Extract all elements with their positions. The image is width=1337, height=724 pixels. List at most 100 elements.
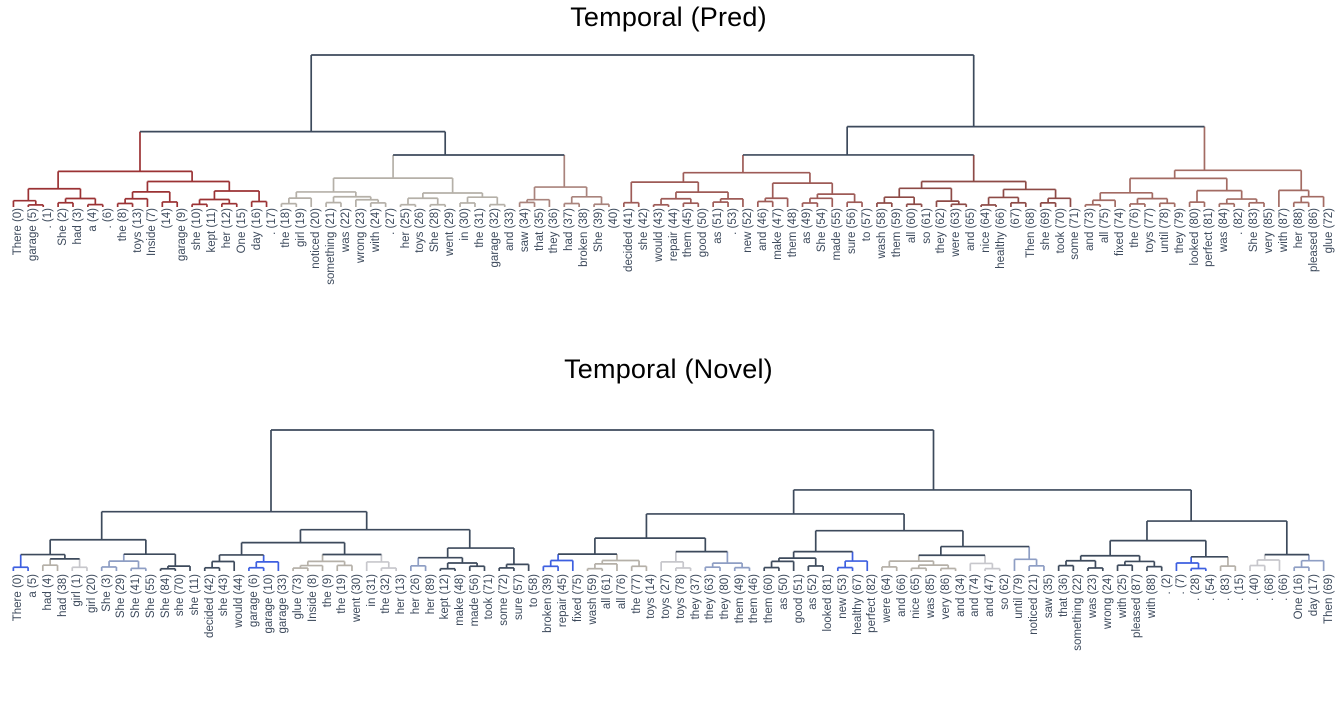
leaf-label: very (85) (1263, 208, 1275, 254)
leaf-label: toys (78) (674, 574, 687, 619)
leaf-label: She (3) (100, 574, 113, 612)
leaf-label: fixed (74) (1114, 208, 1127, 256)
leaf-label: new (53) (836, 574, 849, 619)
leaf-label: the (31) (473, 208, 486, 248)
leaf-label: (67) (1009, 208, 1022, 229)
leaf-label: saw (35) (1042, 574, 1055, 619)
leaf-label: had (3) (71, 208, 84, 245)
leaf-label: perfect (82) (866, 574, 879, 633)
leaf-label: and (65) (965, 208, 978, 251)
leaf-label: girl (19) (295, 208, 308, 247)
leaf-label-group-novel: There (0)a (5)had (4)had (38)girl (1)gir… (0, 574, 1337, 724)
leaf-label: girl (20) (85, 574, 98, 613)
leaf-label: She (28) (429, 208, 442, 253)
leaf-label: she (70) (174, 574, 187, 617)
leaf-label: and (33) (503, 208, 516, 251)
leaf-label: nice (64) (980, 208, 993, 253)
leaf-label: garage (9) (176, 208, 189, 262)
leaf-label: Then (68) (1024, 208, 1037, 258)
leaf-label: toys (77) (1143, 208, 1156, 253)
leaf-label: One (16) (1293, 574, 1306, 620)
leaf-label: so (61) (920, 208, 933, 244)
leaf-label: some (71) (1069, 208, 1082, 260)
leaf-label: There (0) (12, 574, 25, 622)
leaf-label: and (74) (969, 574, 982, 617)
leaf-label: She (55) (144, 574, 157, 619)
page-title-pred: Temporal (Pred) (570, 2, 767, 32)
leaf-label: (14) (161, 208, 174, 229)
leaf-label: until (79) (1013, 574, 1026, 619)
leaf-label: they (37) (689, 574, 702, 620)
leaf-label: healthy (67) (851, 574, 864, 635)
leaf-label: kept (11) (205, 208, 218, 253)
leaf-label: with (88) (1145, 574, 1158, 619)
leaf-label: garage (5) (27, 208, 40, 262)
leaf-label: her (26) (409, 574, 422, 615)
leaf-label: toys (27) (660, 574, 673, 619)
leaf-label: She (41) (130, 574, 143, 619)
leaf-label: all (61) (601, 574, 614, 610)
leaf-label: perfect (81) (1203, 208, 1216, 267)
leaf-label: was (23) (1087, 574, 1100, 619)
leaf-label: Then (69) (1322, 574, 1335, 624)
leaf-label: the (32) (380, 574, 393, 614)
leaf-label: took (70) (1054, 208, 1067, 254)
leaf-label: good (51) (792, 574, 805, 624)
leaf-label: had (4) (41, 574, 54, 611)
leaf-label: . (6) (101, 208, 114, 229)
leaf-label-group-pred: There (0)garage (5). (1)She (2)had (3)a … (0, 208, 1337, 358)
leaf-label: She (84) (159, 574, 172, 619)
leaf-label: them (46) (748, 574, 761, 624)
leaf-label: her (13) (395, 574, 408, 615)
leaf-label: . (40) (1249, 574, 1262, 601)
leaf-label: wash (59) (586, 574, 599, 625)
leaf-label: new (52) (741, 208, 754, 253)
leaf-label: One (15) (235, 208, 248, 254)
leaf-label: some (72) (498, 574, 511, 626)
leaf-label: went (30) (350, 574, 363, 622)
leaf-label: fixed (75) (571, 574, 584, 622)
leaf-label: decided (41) (622, 208, 635, 272)
leaf-label: a (5) (27, 574, 40, 598)
leaf-label: garage (32) (488, 208, 501, 268)
leaf-label: noticed (21) (1028, 574, 1041, 635)
leaf-label: would (43) (652, 208, 665, 262)
leaf-label: . (27) (384, 208, 397, 235)
leaf-label: sure (57) (512, 574, 525, 621)
leaf-label: she (11) (189, 574, 202, 616)
leaf-label: all (60) (905, 208, 918, 244)
leaf-label: all (75) (1099, 208, 1112, 244)
leaf-label: they (63) (704, 574, 717, 620)
leaf-label: toys (26) (414, 208, 427, 253)
leaf-label: they (62) (935, 208, 948, 254)
leaf-label: was (85) (925, 574, 938, 619)
leaf-label: she (69) (1039, 208, 1052, 251)
leaf-label: to (57) (861, 208, 874, 242)
leaf-label: took (71) (483, 574, 496, 620)
leaf-label: nice (65) (910, 574, 923, 619)
leaf-label: that (36) (1057, 574, 1070, 617)
leaf-label: . (82) (1233, 208, 1246, 235)
leaf-label: them (60) (763, 574, 776, 624)
leaf-label: and (47) (984, 574, 997, 617)
leaf-label: they (80) (719, 574, 732, 620)
leaf-label: her (88) (1292, 208, 1305, 249)
leaf-label: kept (12) (439, 574, 452, 620)
leaf-label: broken (39) (542, 574, 555, 633)
leaf-label: were (64) (880, 574, 893, 623)
leaf-label: Inside (8) (306, 574, 319, 622)
leaf-label: She (39) (593, 208, 606, 253)
leaf-label: very (86) (939, 574, 952, 620)
leaf-label: she (42) (637, 208, 650, 251)
leaf-label: until (78) (1158, 208, 1171, 253)
leaf-label: had (37) (563, 208, 576, 251)
leaf-label: toys (13) (131, 208, 144, 253)
leaf-label: the (77) (630, 574, 643, 614)
leaf-label: repair (45) (557, 574, 570, 628)
leaf-label: as (49) (801, 208, 814, 244)
leaf-label: garage (33) (277, 574, 290, 634)
leaf-label: She (2) (57, 208, 70, 246)
leaf-label: so (62) (998, 574, 1011, 610)
leaf-label: went (29) (444, 208, 457, 256)
leaf-label: broken (38) (578, 208, 591, 267)
